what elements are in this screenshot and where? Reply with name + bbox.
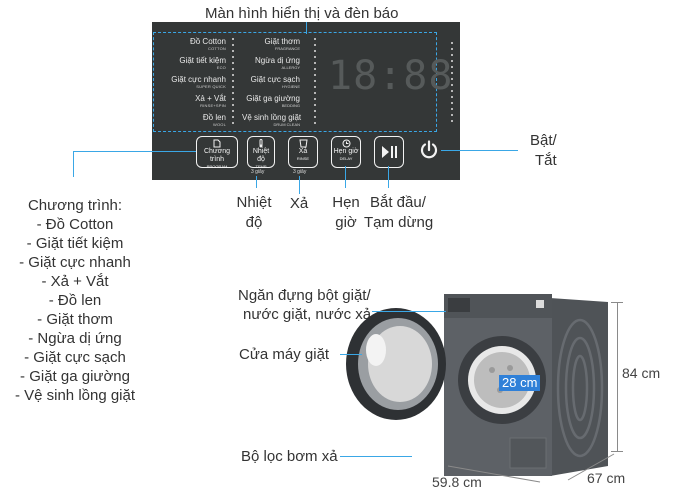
digit-display: 18:88 [328, 53, 454, 99]
callout-line-temp [256, 176, 257, 188]
width-label: 59.8 cm [432, 474, 482, 490]
washing-machine-illustration [346, 294, 608, 476]
base-dimension-lines [447, 453, 615, 483]
program-list-item: - Đồ Cotton [36, 216, 114, 233]
program-list-item: - Giặt ga giường [20, 368, 130, 385]
detergent-label-1: Ngăn đựng bột giặt/ [238, 287, 371, 304]
height-tick-bottom [611, 451, 623, 452]
power-icon[interactable] [418, 139, 440, 161]
program-list-title: Chương trình: [27, 197, 123, 214]
program-list-item: - Giặt cực sạch [24, 349, 126, 366]
display-area-highlight [153, 32, 437, 132]
delay-label-2: giờ [335, 214, 357, 231]
program-list: Chương trình: - Đồ Cotton - Giặt tiết ki… [10, 196, 140, 405]
start-pause-button[interactable] [374, 136, 404, 168]
hold-hint-temp: 3 giây [251, 169, 265, 175]
power-label-2: Tắt [535, 152, 557, 169]
callout-line-program-v [73, 151, 74, 177]
temp-label-1: Nhiệt [236, 194, 272, 211]
program-list-item: - Giặt thơm [37, 311, 113, 328]
callout-line-start [388, 166, 389, 188]
detergent-label-2: nước giặt, nước xả [243, 306, 372, 323]
start-label-2: Tạm dừng [364, 214, 434, 231]
drum-size-badge: 28 cm [499, 375, 541, 391]
program-list-item: - Vệ sinh lồng giặt [14, 387, 136, 404]
program-list-item: - Xả + Vắt [41, 273, 109, 290]
callout-line-rinse [299, 176, 300, 194]
program-list-item: - Giặt tiết kiệm [26, 235, 124, 252]
height-label: 84 cm [622, 365, 661, 381]
control-panel [152, 22, 460, 180]
clock-icon [342, 139, 350, 148]
selector-dots-left [232, 38, 234, 124]
callout-line-detergent [372, 311, 446, 312]
depth-label: 67 cm [587, 470, 626, 486]
program-list-item: - Ngừa dị ứng [28, 330, 122, 347]
start-label-1: Bắt đầu/ [370, 194, 426, 211]
program-list-item: - Đồ len [48, 292, 102, 309]
callout-line-delay [345, 166, 346, 188]
callout-line-filter [340, 456, 412, 457]
rinse-label: Xả [289, 195, 309, 212]
callout-line-door [340, 354, 362, 355]
door-label: Cửa máy giặt [239, 346, 330, 363]
thermometer-icon [259, 139, 263, 148]
document-icon [213, 139, 221, 148]
power-label-1: Bật/ [530, 132, 557, 149]
filter-label: Bộ lọc bơm xả [241, 448, 338, 465]
play-pause-icon [382, 146, 397, 158]
height-tick-top [611, 302, 623, 303]
callout-line-power [441, 150, 518, 151]
indicator-dots [451, 42, 453, 122]
delay-label-1: Hẹn [332, 194, 360, 211]
program-list-item: - Giặt cực nhanh [19, 254, 131, 271]
height-dimension-line [617, 302, 618, 452]
hold-hint-rinse: 3 giây [293, 169, 307, 175]
callout-line-program-h [73, 151, 196, 152]
selector-dots-right [314, 38, 316, 124]
callout-line-display [306, 22, 307, 34]
rinse-icon [298, 139, 308, 148]
display-label: Màn hình hiển thị và đèn báo [205, 5, 399, 22]
temp-label-2: độ [245, 214, 263, 231]
